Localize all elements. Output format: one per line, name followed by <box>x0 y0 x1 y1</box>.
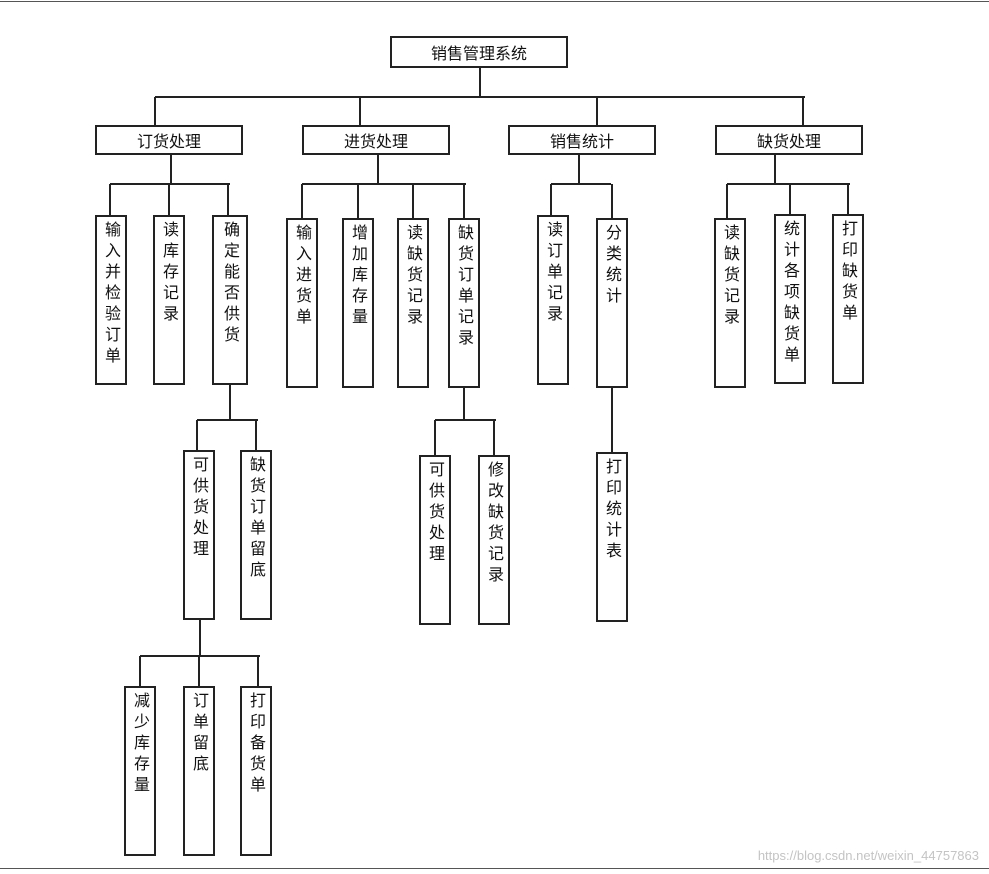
connector-line <box>197 419 258 421</box>
top-border-line <box>0 1 989 2</box>
box-label: 进货处理 <box>343 132 408 151</box>
connector-line <box>170 155 172 184</box>
connector-line <box>550 184 552 215</box>
connector-line <box>357 184 359 218</box>
connector-line <box>199 620 201 656</box>
box-label: 缺货订单记录 <box>455 224 474 350</box>
box-label: 读缺货记录 <box>721 224 740 329</box>
leaf-box: 读缺货记录 <box>714 218 746 388</box>
connector-line <box>611 388 613 452</box>
leaf-box: 打印缺货单 <box>832 214 864 384</box>
box-label: 可供货处理 <box>190 456 209 561</box>
connector-line <box>302 183 466 185</box>
connector-line <box>611 184 613 218</box>
leaf-box: 确定能否供货 <box>212 215 248 385</box>
bottom-border-line <box>0 868 989 869</box>
connector-line <box>726 184 728 218</box>
box-label: 订单留底 <box>190 692 209 776</box>
connector-line <box>255 420 257 450</box>
leaf-box: 输入并检验订单 <box>95 215 127 385</box>
leaf-box: 打印备货单 <box>240 686 272 856</box>
module-box-sales-statistics: 销售统计 <box>508 125 656 155</box>
box-label: 缺货处理 <box>756 132 821 151</box>
leaf-box: 缺货订单留底 <box>240 450 272 620</box>
box-label: 可供货处理 <box>426 461 445 566</box>
leaf-box: 可供货处理 <box>183 450 215 620</box>
connector-line <box>109 184 111 215</box>
box-label: 输入并检验订单 <box>102 221 121 368</box>
connector-line <box>196 420 198 450</box>
connector-line <box>139 656 141 686</box>
leaf-box: 减少库存量 <box>124 686 156 856</box>
box-label: 增加库存量 <box>349 224 368 329</box>
connector-line <box>168 184 170 215</box>
connector-line <box>847 184 849 214</box>
connector-line <box>727 183 850 185</box>
module-box-order-processing: 订货处理 <box>95 125 243 155</box>
module-box-purchase-processing: 进货处理 <box>302 125 450 155</box>
connector-line <box>435 419 496 421</box>
leaf-box: 分类统计 <box>596 218 628 388</box>
box-label: 销售管理系统 <box>430 44 527 63</box>
box-label: 订货处理 <box>136 132 201 151</box>
connector-line <box>377 155 379 184</box>
leaf-box: 统计各项缺货单 <box>774 214 806 384</box>
leaf-box: 可供货处理 <box>419 455 451 625</box>
leaf-box: 订单留底 <box>183 686 215 856</box>
box-label: 统计各项缺货单 <box>781 220 800 367</box>
box-label: 分类统计 <box>603 224 622 308</box>
box-label: 减少库存量 <box>131 692 150 797</box>
connector-line <box>301 184 303 218</box>
leaf-box: 缺货订单记录 <box>448 218 480 388</box>
leaf-box: 读缺货记录 <box>397 218 429 388</box>
connector-line <box>463 184 465 218</box>
root-title-box: 销售管理系统 <box>390 36 568 68</box>
connector-line <box>227 184 229 215</box>
leaf-box: 读订单记录 <box>537 215 569 385</box>
connector-line <box>596 97 598 125</box>
box-label: 确定能否供货 <box>221 221 240 347</box>
connector-line <box>229 385 231 420</box>
connector-line <box>110 183 230 185</box>
connector-line <box>802 97 804 125</box>
connector-line <box>140 655 260 657</box>
box-label: 输入进货单 <box>293 224 312 329</box>
connector-line <box>493 420 495 455</box>
module-box-shortage-processing: 缺货处理 <box>715 125 863 155</box>
connector-line <box>257 656 259 686</box>
connector-line <box>774 155 776 184</box>
leaf-box: 打印统计表 <box>596 452 628 622</box>
watermark: https://blog.csdn.net/weixin_44757863 <box>757 848 979 863</box>
leaf-box: 读库存记录 <box>153 215 185 385</box>
connector-line <box>479 68 481 97</box>
box-label: 读订单记录 <box>544 221 563 326</box>
box-label: 读缺货记录 <box>404 224 423 329</box>
connector-line <box>578 155 580 184</box>
connector-line <box>155 96 805 98</box>
box-label: 修改缺货记录 <box>485 461 504 587</box>
box-label: 打印缺货单 <box>839 220 858 325</box>
box-label: 缺货订单留底 <box>247 456 266 582</box>
leaf-box: 增加库存量 <box>342 218 374 388</box>
box-label: 销售统计 <box>549 132 614 151</box>
connector-line <box>434 420 436 455</box>
connector-line <box>789 184 791 214</box>
connector-line <box>198 656 200 686</box>
connector-line <box>412 184 414 218</box>
box-label: 打印备货单 <box>247 692 266 797</box>
connector-line <box>154 97 156 125</box>
connector-line <box>551 183 611 185</box>
connector-line <box>359 97 361 125</box>
leaf-box: 修改缺货记录 <box>478 455 510 625</box>
leaf-box: 输入进货单 <box>286 218 318 388</box>
box-label: 打印统计表 <box>603 458 622 563</box>
connector-line <box>463 388 465 420</box>
box-label: 读库存记录 <box>160 221 179 326</box>
